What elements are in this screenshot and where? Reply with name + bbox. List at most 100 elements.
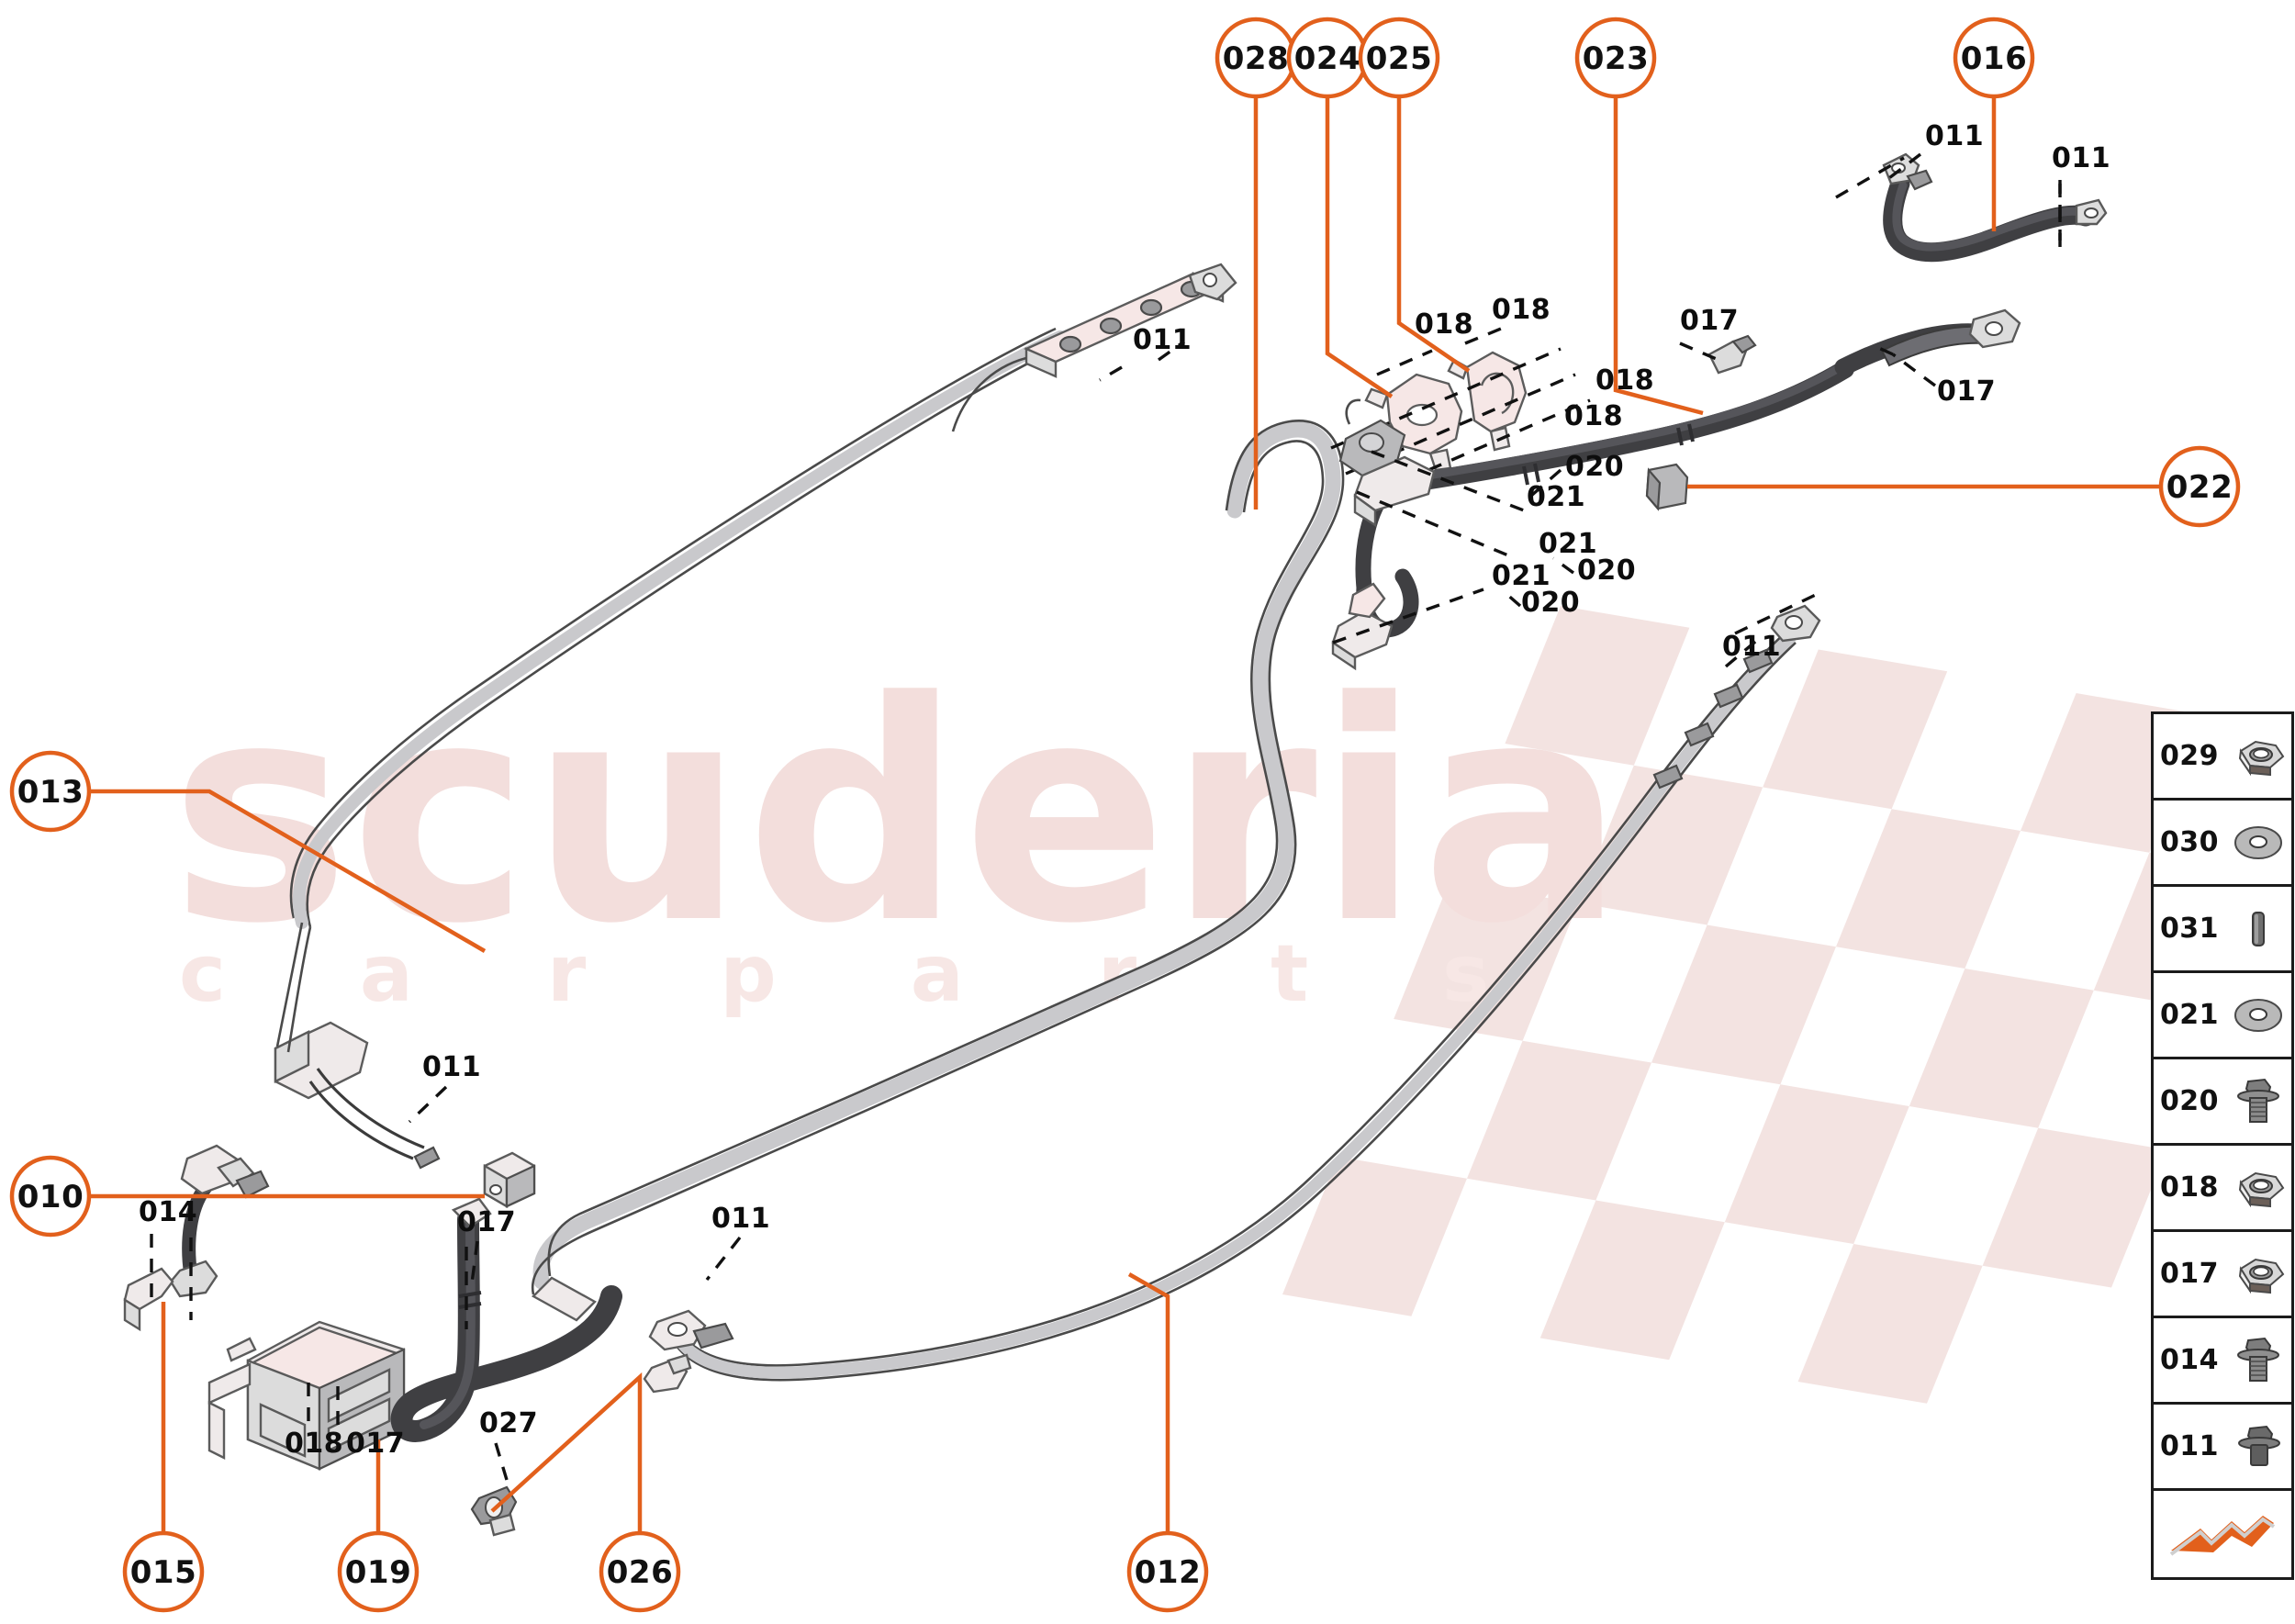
legend-row-arrow [2154, 1491, 2291, 1577]
part-label-020: 020 [1565, 451, 1624, 483]
leader-024 [1325, 96, 1394, 398]
leader-023 [1613, 96, 1704, 416]
callout-bubble-016[interactable]: 016 [1953, 17, 2035, 99]
callout-label: 012 [1135, 1554, 1201, 1591]
part-label-018: 018 [1564, 400, 1623, 432]
legend-part-number: 021 [2159, 999, 2220, 1031]
callout-circle[interactable] [9, 1155, 92, 1238]
part-015-bracket [123, 1267, 174, 1332]
legend-part-number: 014 [2159, 1344, 2220, 1376]
legend-row-030: 030 [2154, 801, 2291, 887]
part-label-011: 011 [2052, 142, 2110, 174]
part-014-cable [169, 1144, 270, 1320]
orange-arrow-icon [2154, 1508, 2291, 1560]
callout-bubble-013[interactable]: 013 [9, 750, 92, 833]
callout-bubble-023[interactable]: 023 [1574, 17, 1657, 99]
callout-leaders [89, 96, 2161, 1533]
assembly-dash-lines [1330, 325, 1591, 501]
callout-bubble-022[interactable]: 022 [2158, 445, 2241, 528]
flange-nut-icon [2225, 736, 2291, 777]
part-label-017: 017 [1680, 305, 1739, 337]
leader-026 [490, 1372, 643, 1533]
callout-label: 010 [17, 1179, 84, 1215]
part-label-020: 020 [1521, 587, 1580, 619]
legend-part-number: 030 [2159, 826, 2220, 858]
callout-label: 019 [345, 1554, 411, 1591]
legend-row-031: 031 [2154, 887, 2291, 973]
washer-icon [2225, 823, 2291, 863]
part-label-014: 014 [139, 1196, 197, 1228]
callout-circle[interactable] [2158, 445, 2241, 528]
washer-icon [2225, 995, 2291, 1036]
legend-part-number: 020 [2159, 1085, 2220, 1117]
legend-part-number: 017 [2159, 1258, 2220, 1290]
part-label-011: 011 [1925, 120, 1984, 152]
leader-013 [89, 789, 487, 953]
callout-bubble-026[interactable]: 026 [599, 1530, 681, 1613]
checkered-flag-watermark [1282, 606, 2278, 1404]
legend-part-number: 018 [2159, 1171, 2220, 1204]
callout-bubble-012[interactable]: 012 [1126, 1530, 1209, 1613]
part-label-018: 018 [1595, 364, 1654, 397]
callout-bubble-019[interactable]: 019 [337, 1530, 420, 1613]
legend-part-number: 031 [2159, 913, 2220, 945]
callout-circle[interactable] [1574, 17, 1657, 99]
part-label-021: 021 [1527, 481, 1585, 513]
part-010-connector [483, 1151, 536, 1209]
part-label-011: 011 [1133, 324, 1192, 356]
dash-020-021 [1332, 342, 1937, 644]
part-011-bracket-strip [951, 263, 1237, 432]
callout-circle[interactable] [9, 750, 92, 833]
part-027-cable [390, 1197, 622, 1442]
leader-012 [1127, 1272, 1170, 1533]
part-019-fuse-box [207, 1320, 406, 1471]
callout-label: 026 [607, 1554, 673, 1591]
part-026-clips [470, 1353, 692, 1537]
callout-label: 028 [1223, 40, 1289, 77]
callout-label: 025 [1366, 40, 1432, 77]
part-label-018: 018 [285, 1428, 343, 1460]
callout-bubble-010[interactable]: 010 [9, 1155, 92, 1238]
part-label-018: 018 [1492, 294, 1551, 326]
callout-circle[interactable] [1126, 1530, 1209, 1613]
part-label-018: 018 [1415, 308, 1473, 341]
callout-bubble-015[interactable]: 015 [122, 1530, 205, 1613]
legend-row-029: 029 [2154, 714, 2291, 801]
watermark-sub-text: c a r p a r t s [179, 928, 1542, 1020]
callout-label: 023 [1583, 40, 1649, 77]
callout-circle[interactable] [599, 1530, 681, 1613]
part-022-bushing [1645, 463, 1689, 511]
label-dash-tails [150, 152, 2062, 1481]
flange-bolt-short-icon [2225, 1425, 2291, 1469]
part-label-017: 017 [1937, 375, 1996, 408]
callout-bubble-024[interactable]: 024 [1286, 17, 1369, 99]
callout-circle[interactable] [122, 1530, 205, 1613]
part-label-011: 011 [422, 1051, 481, 1083]
callout-label: 016 [1961, 40, 2027, 77]
legend-row-011: 011 [2154, 1405, 2291, 1491]
harness-connector-block [1338, 398, 1436, 528]
legend-row-018: 018 [2154, 1146, 2291, 1232]
part-024-clamp [1364, 373, 1463, 472]
callout-label: 022 [2166, 469, 2233, 506]
callout-label: 015 [130, 1554, 196, 1591]
callout-label: 024 [1294, 40, 1360, 77]
callout-circle[interactable] [1358, 17, 1440, 99]
flange-bolt-icon [2225, 1078, 2291, 1126]
callout-bubble-025[interactable]: 025 [1358, 17, 1440, 99]
legend-row-014: 014 [2154, 1318, 2291, 1405]
legend-part-number: 011 [2159, 1430, 2220, 1462]
legend-row-021: 021 [2154, 973, 2291, 1059]
part-label-021: 021 [1492, 560, 1551, 592]
hardware-legend-table: 029 030 031 021 020 018 [2151, 711, 2294, 1580]
callout-circle[interactable] [1953, 17, 2035, 99]
callout-bubble-028[interactable]: 028 [1215, 17, 1297, 99]
callout-circle[interactable] [337, 1530, 420, 1613]
part-025-clamp [1447, 351, 1528, 452]
legend-row-020: 020 [2154, 1059, 2291, 1146]
part-label-020: 020 [1577, 554, 1636, 587]
part-023-harness [1355, 308, 2021, 638]
legend-row-017: 017 [2154, 1232, 2291, 1318]
